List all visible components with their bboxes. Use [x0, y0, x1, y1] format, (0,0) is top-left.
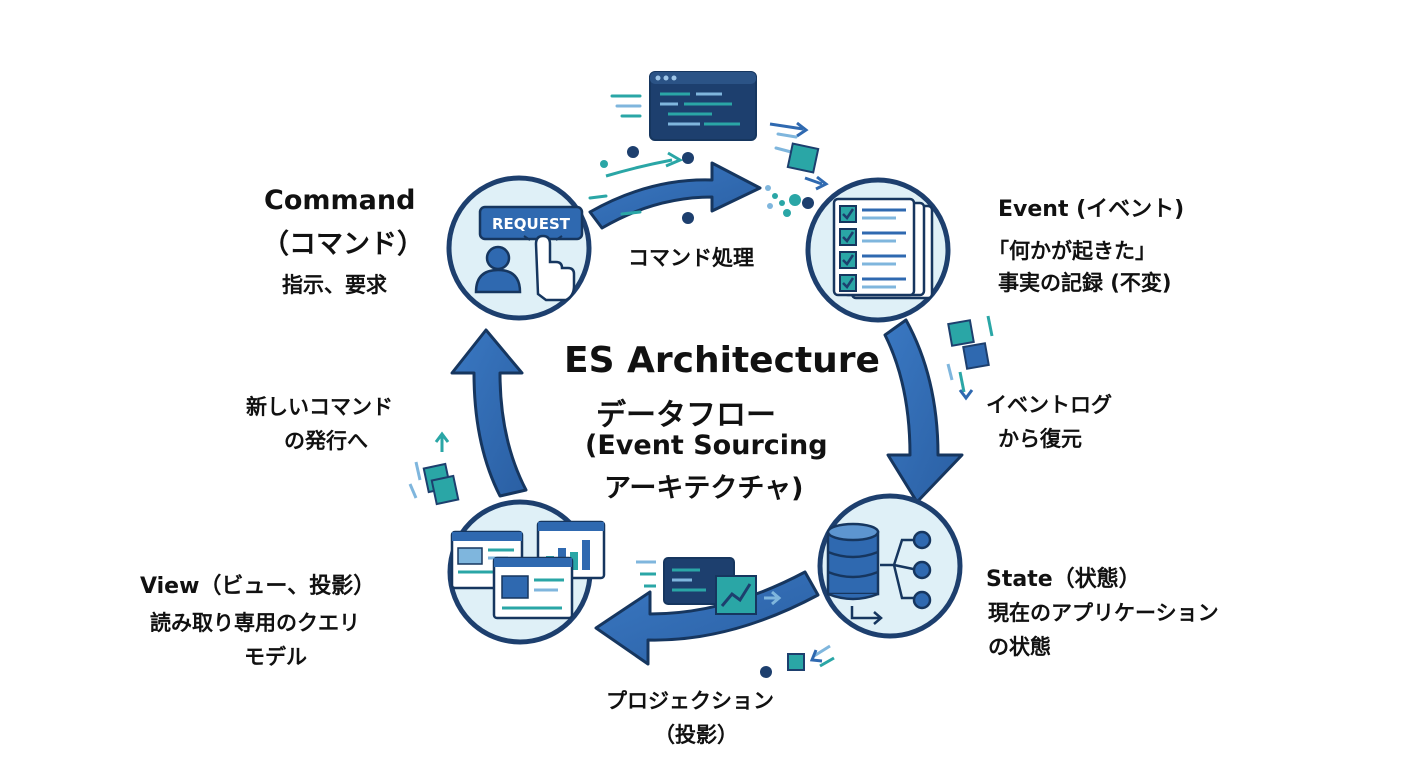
decorative-particles [408, 94, 994, 678]
arrow-event-to-state [883, 318, 964, 504]
state-desc-line2: の状態 [988, 635, 1051, 659]
center-title: ES Architecture [564, 340, 880, 381]
view-title: View（ビュー、投影） [140, 574, 376, 599]
arrow-view-to-command [450, 328, 528, 498]
edge-view-to-command-label-line1: 新しいコマンド [246, 395, 393, 419]
center-subtitle: データフロー [596, 398, 776, 433]
center-note-line1: (Event Sourcing [585, 430, 828, 461]
event-title: Event (イベント) [998, 197, 1185, 222]
view-desc-line2: モデル [244, 645, 307, 669]
state-title: State（状態） [986, 567, 1141, 592]
edge-event-to-state-label-line2: から復元 [998, 427, 1082, 451]
edge-event-to-state-label-line1: イベントログ [986, 393, 1112, 417]
user-click-request-icon: REQUEST [474, 205, 584, 302]
command-title-jp: （コマンド） [262, 229, 424, 260]
checklist-log-icon [832, 197, 934, 300]
edge-state-to-view-label-line1: プロジェクション [606, 689, 774, 713]
event-desc-line1: 「何かが起きた」 [988, 239, 1156, 263]
center-note-line2: アーキテクチャ) [604, 473, 804, 504]
request-badge-label: REQUEST [492, 215, 571, 233]
event-desc-line2: 事実の記録 (不変) [998, 271, 1172, 295]
node-command: REQUEST [446, 175, 592, 321]
state-desc-line1: 現在のアプリケーション [988, 601, 1219, 625]
code-terminal-icon [649, 71, 757, 141]
command-desc: 指示、要求 [282, 273, 387, 297]
edge-view-to-command-label-line2: の発行へ [284, 429, 368, 453]
node-view [447, 499, 606, 645]
node-event [805, 177, 951, 323]
command-title: Command [264, 185, 416, 216]
edge-state-to-view-label-line2: （投影） [654, 723, 738, 747]
edge-command-to-event-label: コマンド処理 [628, 246, 754, 270]
dashboard-windows-icon [450, 520, 606, 620]
node-state [817, 493, 963, 639]
database-icon [826, 522, 932, 625]
view-desc-line1: 読み取り専用のクエリ [150, 611, 360, 635]
